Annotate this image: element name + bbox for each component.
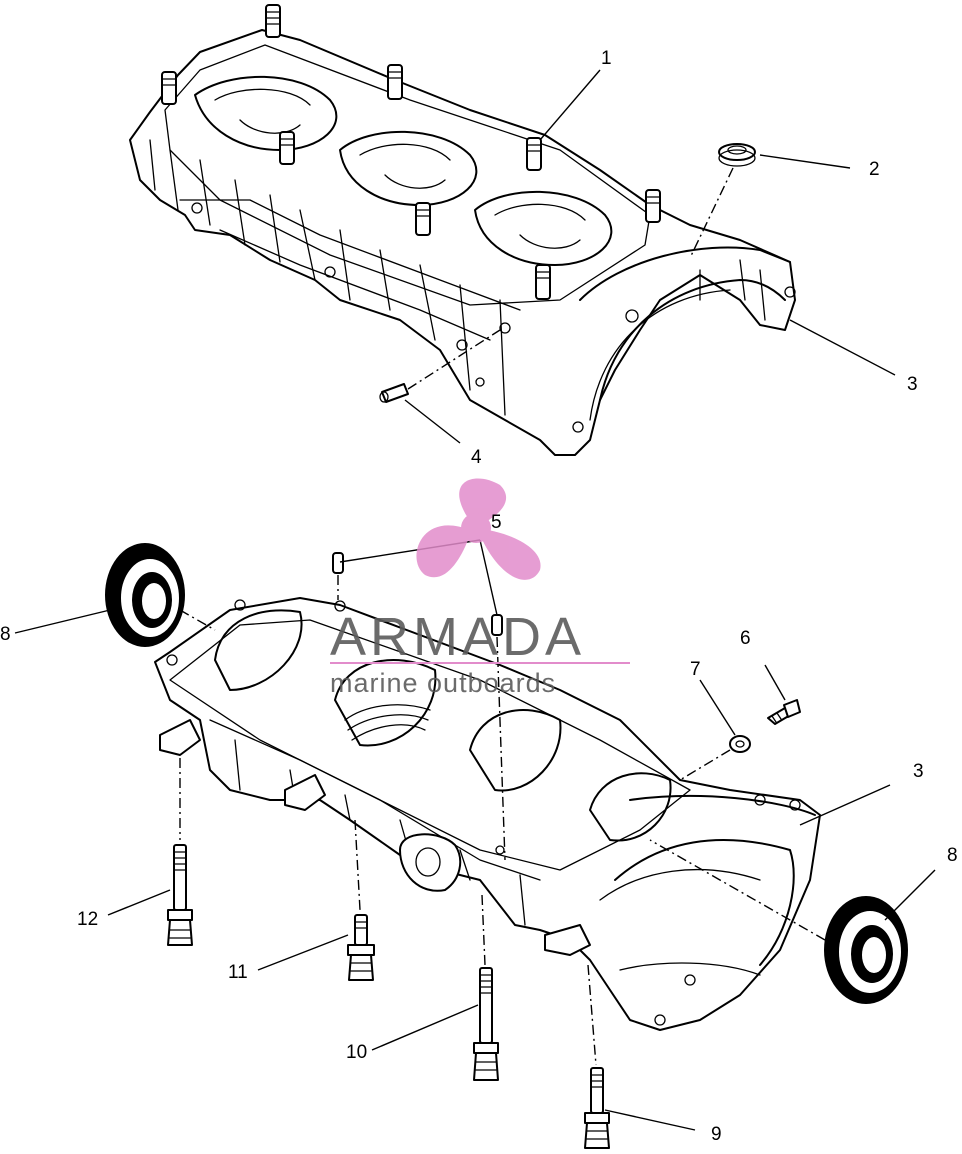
bolt-part-12 [167, 758, 193, 946]
watermark-brand: ARMADA [330, 607, 585, 667]
screw-part-6 [767, 699, 801, 725]
callout-11: 11 [228, 962, 248, 983]
oil-seal-part-8-left [105, 543, 216, 647]
oil-seal-part-8-right [649, 839, 908, 1004]
callout-3-top: 3 [907, 374, 918, 395]
callout-10: 10 [346, 1042, 367, 1063]
callout-6: 6 [740, 628, 751, 649]
callout-1: 1 [601, 48, 612, 69]
dowel-pin-part-4 [379, 329, 501, 403]
callout-9: 9 [711, 1124, 722, 1145]
lower-crankcase-half [154, 597, 821, 1031]
washer-part-7 [679, 735, 751, 781]
callout-8-right: 8 [947, 845, 958, 866]
callout-7: 7 [690, 659, 701, 680]
dowel-pins-part-5 [332, 552, 506, 861]
callout-5: 5 [491, 512, 502, 533]
callout-12: 12 [77, 909, 98, 930]
callout-8-left: 8 [0, 624, 11, 645]
bolt-part-10 [473, 894, 499, 1081]
callout-4: 4 [471, 447, 482, 468]
callout-numbers: 1 2 3 4 5 6 7 3 8 8 9 10 11 12 [0, 48, 958, 1145]
watermark-tagline: marine outboards [330, 668, 556, 698]
callout-3-bottom: 3 [913, 761, 924, 782]
propeller-icon [416, 478, 541, 580]
bolt-part-9 [584, 964, 610, 1149]
armada-watermark: ARMADA marine outboards [330, 478, 630, 698]
upper-crankcase-half [129, 4, 796, 456]
callout-2: 2 [869, 159, 880, 180]
plug-part-2 [689, 143, 756, 259]
bolt-part-11 [347, 819, 375, 981]
